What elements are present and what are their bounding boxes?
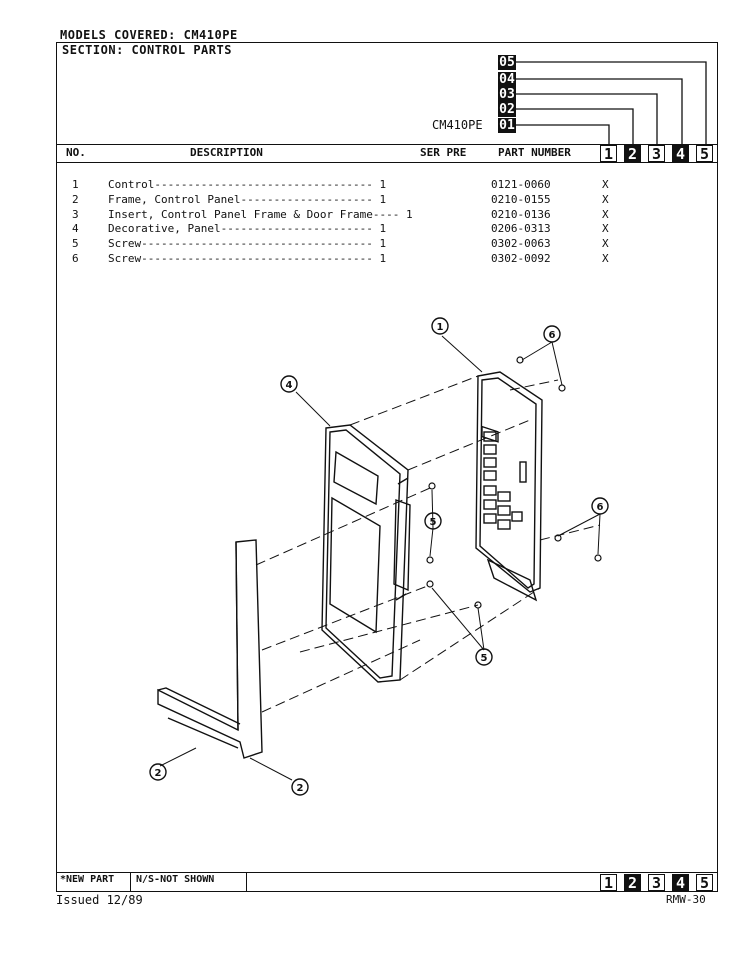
footer-box-4: 4 — [672, 874, 689, 892]
footer-not-shown: N/S-NOT SHOWN — [136, 874, 215, 885]
row-4-no: 4 — [72, 222, 79, 235]
row-3-desc: Insert, Control Panel Frame & Door Frame… — [108, 208, 413, 221]
col-ser-pre: SER PRE — [420, 146, 467, 159]
row-4-desc: Decorative, Panel-----------------------… — [108, 222, 387, 235]
callout-4: 4 — [286, 380, 293, 391]
row-5-part: 0302-0063 — [491, 237, 551, 250]
row-5-mark: X — [602, 237, 609, 250]
header-rule-top — [56, 144, 718, 145]
row-3-part: 0210-0136 — [491, 208, 551, 221]
col-box-2: 2 — [624, 145, 641, 163]
decorative-panel-part — [321, 424, 411, 683]
row-1-desc: Control---------------------------------… — [108, 178, 387, 191]
page-code: RMW-30 — [666, 893, 706, 906]
col-box-3: 3 — [648, 145, 665, 163]
row-3-no: 3 — [72, 208, 79, 221]
row-5-desc: Screw-----------------------------------… — [108, 237, 387, 250]
header-rule-bottom — [56, 162, 718, 163]
model-col-02: 02 — [498, 102, 516, 117]
row-6-part: 0302-0092 — [491, 252, 551, 265]
model-col-04: 04 — [498, 72, 516, 87]
callout-2-right: 2 — [297, 783, 304, 794]
col-box-1: 1 — [600, 145, 617, 163]
callout-6-right: 6 — [597, 502, 604, 513]
keypad-buttons — [483, 431, 523, 530]
footer-divider-1 — [130, 872, 131, 892]
row-2-desc: Frame, Control Panel--------------------… — [108, 193, 387, 206]
callout-6-top: 6 — [549, 330, 556, 341]
section-title: SECTION: CONTROL PARTS — [62, 43, 232, 57]
issued-date: Issued 12/89 — [56, 893, 143, 907]
footer-box-1: 1 — [600, 874, 617, 892]
row-4-mark: X — [602, 222, 609, 235]
parts-sheet-frame — [56, 42, 718, 892]
row-1-mark: X — [602, 178, 609, 191]
model-col-01: 01 — [498, 118, 516, 133]
control-panel-part — [475, 371, 543, 602]
callout-5-upper: 5 — [430, 517, 437, 528]
model-label: CM410PE — [432, 118, 483, 132]
footer-divider-2 — [246, 872, 247, 892]
col-part-number: PART NUMBER — [498, 146, 571, 159]
row-3-mark: X — [602, 208, 609, 221]
callout-2-left: 2 — [155, 768, 162, 779]
frame-control-panel-part — [157, 539, 263, 759]
row-5-no: 5 — [72, 237, 79, 250]
row-2-part: 0210-0155 — [491, 193, 551, 206]
model-col-03: 03 — [498, 87, 516, 102]
col-no: NO. — [66, 146, 86, 159]
row-4-part: 0206-0313 — [491, 222, 551, 235]
footer-new-part: *NEW PART — [60, 874, 115, 885]
col-box-4: 4 — [672, 145, 689, 163]
col-description: DESCRIPTION — [190, 146, 263, 159]
row-1-part: 0121-0060 — [491, 178, 551, 191]
row-2-no: 2 — [72, 193, 79, 206]
callout-1: 1 — [437, 322, 444, 333]
row-2-mark: X — [602, 193, 609, 206]
footer-box-5: 5 — [696, 874, 713, 892]
row-6-desc: Screw-----------------------------------… — [108, 252, 387, 265]
row-6-no: 6 — [72, 252, 79, 265]
row-1-no: 1 — [72, 178, 79, 191]
callout-5-lower: 5 — [481, 653, 488, 664]
model-col-05: 05 — [498, 55, 516, 70]
footer-rule — [56, 872, 718, 873]
footer-box-2: 2 — [624, 874, 641, 892]
row-6-mark: X — [602, 252, 609, 265]
models-covered: MODELS COVERED: CM410PE — [60, 28, 238, 42]
footer-box-3: 3 — [648, 874, 665, 892]
col-box-5: 5 — [696, 145, 713, 163]
screw-hardware — [426, 356, 602, 609]
